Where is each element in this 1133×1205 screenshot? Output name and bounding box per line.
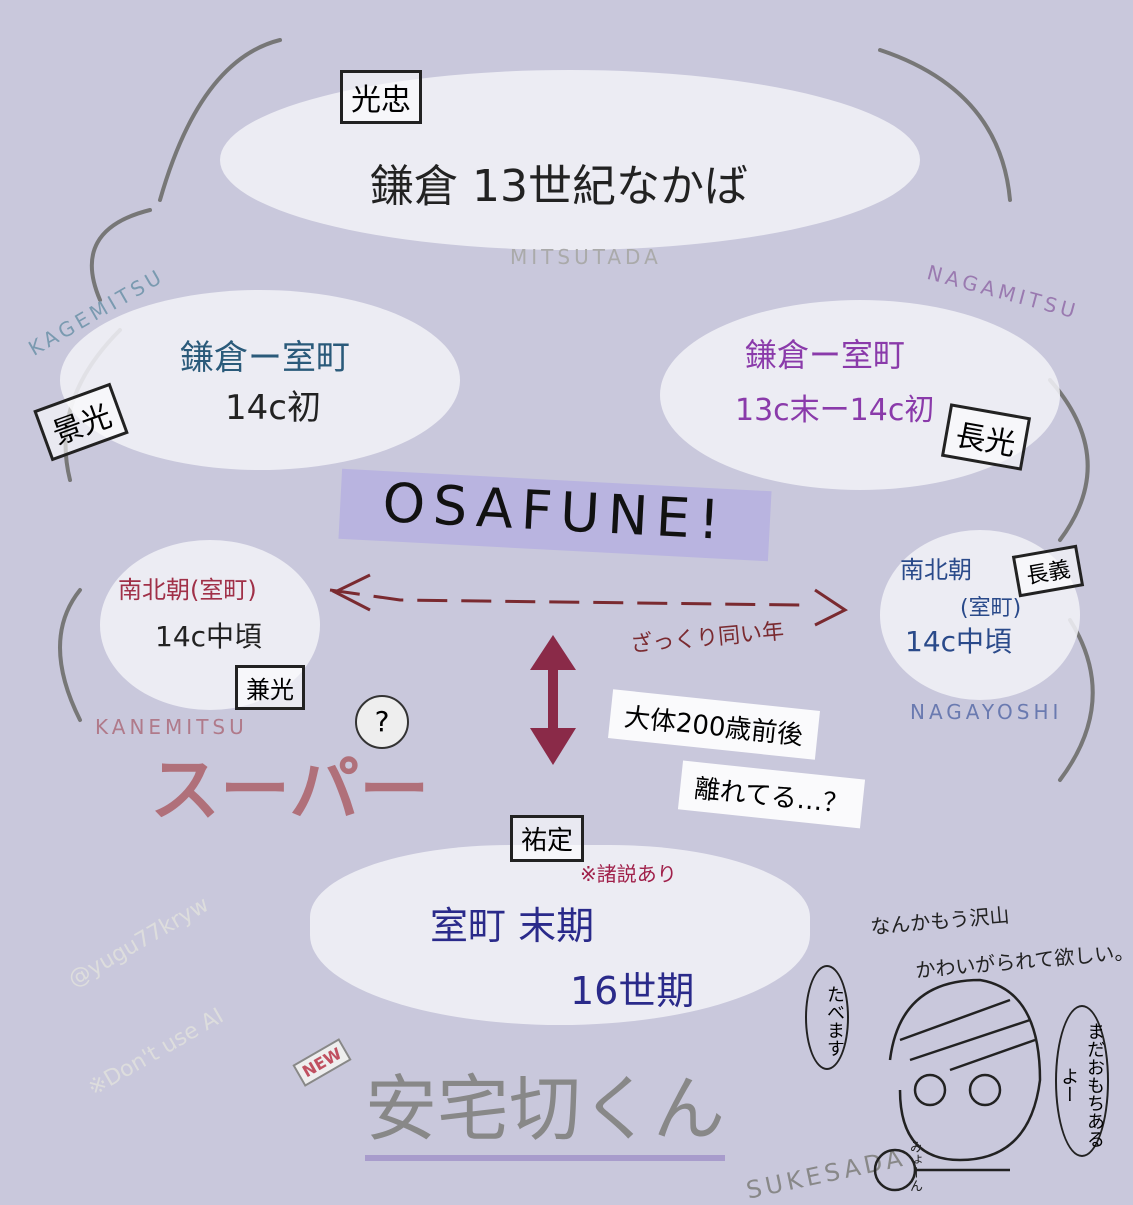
kanemitsu-period2: 14c中頃 (155, 620, 263, 653)
mitsutada-name: MITSUTADA (510, 245, 662, 269)
mitsutada-period: 鎌倉 13世紀なかば (370, 161, 748, 212)
speech-bubble-left: たべます (805, 965, 849, 1070)
sukesada-bubble (310, 845, 810, 1025)
chibi-drawing-icon (873, 978, 1042, 1192)
speech-bubble-right: まだおもちあるよー (1055, 1005, 1109, 1157)
kagemitsu-bubble (60, 290, 460, 470)
nagayoshi-period2: (室町) (960, 596, 1022, 621)
nagayoshi-name: NAGAYOSHI (910, 700, 1063, 724)
kanemitsu-period1: 南北朝(室町) (118, 576, 257, 604)
sukesada-period1: 室町 末期 (430, 904, 595, 948)
kagemitsu-period2: 14c初 (225, 388, 321, 428)
nagamitsu-period2: 13c末ー14c初 (735, 393, 935, 428)
question-bubble: ? (355, 695, 409, 749)
sukesada-nickname: 安宅切くん (365, 1050, 726, 1161)
mitsutada-tag: 光忠 (340, 70, 422, 124)
sukesada-period2: 16世期 (570, 969, 695, 1013)
nagayoshi-period1: 南北朝 (900, 556, 972, 584)
mitsutada-bubble (220, 70, 920, 250)
nagamitsu-period1: 鎌倉ー室町 (745, 336, 906, 374)
double-arrow-icon (530, 635, 576, 765)
kanemitsu-name: KANEMITSU (95, 715, 248, 739)
nagayoshi-period3: 14c中頃 (905, 625, 1013, 658)
kanemitsu-tag: 兼光 (235, 665, 305, 710)
super-text: スーパー (150, 749, 430, 831)
kagemitsu-period1: 鎌倉ー室町 (180, 338, 350, 378)
arrow-right-icon (814, 588, 848, 627)
arrow-left-icon (331, 573, 371, 612)
sfx-text: みょーん (907, 1140, 922, 1192)
sukesada-note: ※諸説あり (580, 862, 677, 886)
sukesada-tag: 祐定 (510, 815, 585, 862)
